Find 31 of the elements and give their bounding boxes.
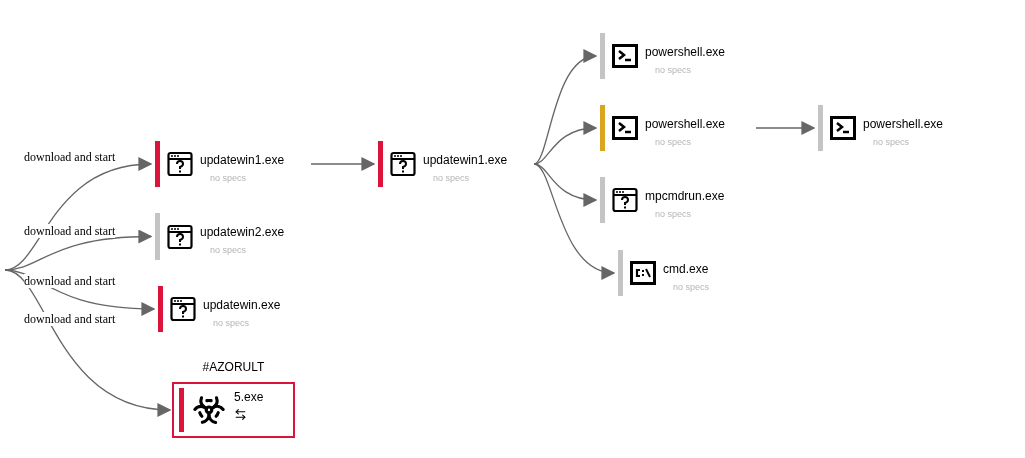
process-name: updatewin1.exe (423, 153, 508, 167)
edge-label: download and start (24, 224, 116, 238)
process-name: updatewin1.exe (200, 153, 285, 167)
process-name: updatewin.exe (203, 298, 281, 312)
arrow (4, 229, 153, 271)
arrow (533, 121, 598, 165)
edge-label: download and start (24, 274, 116, 288)
edge-label: download and start (24, 150, 116, 164)
process-spec: no specs (209, 245, 248, 256)
process-name: mpcmdrun.exe (645, 189, 725, 203)
process-spec: no specs (872, 137, 911, 148)
edge-label: download and start (24, 312, 116, 326)
arrow (4, 269, 172, 416)
process-spec: no specs (212, 318, 251, 329)
process-spec: no specs (654, 209, 693, 220)
process-name: powershell.exe (645, 117, 726, 131)
process-name: 5.exe (234, 390, 264, 404)
process-name: cmd.exe (663, 262, 710, 276)
process-spec: no specs (209, 173, 248, 184)
process-name: updatewin2.exe (200, 225, 285, 239)
process-name: powershell.exe (645, 45, 726, 59)
arrow (533, 163, 616, 278)
tag-label: #AZORULT (201, 360, 266, 374)
process-name: powershell.exe (863, 117, 944, 131)
process-spec: no specs (432, 173, 471, 184)
arrow (533, 51, 598, 165)
arrow (755, 121, 816, 135)
process-spec: no specs (654, 65, 693, 76)
process-spec: no specs (654, 137, 693, 148)
arrow (310, 157, 376, 171)
process-spec: no specs (672, 282, 710, 293)
